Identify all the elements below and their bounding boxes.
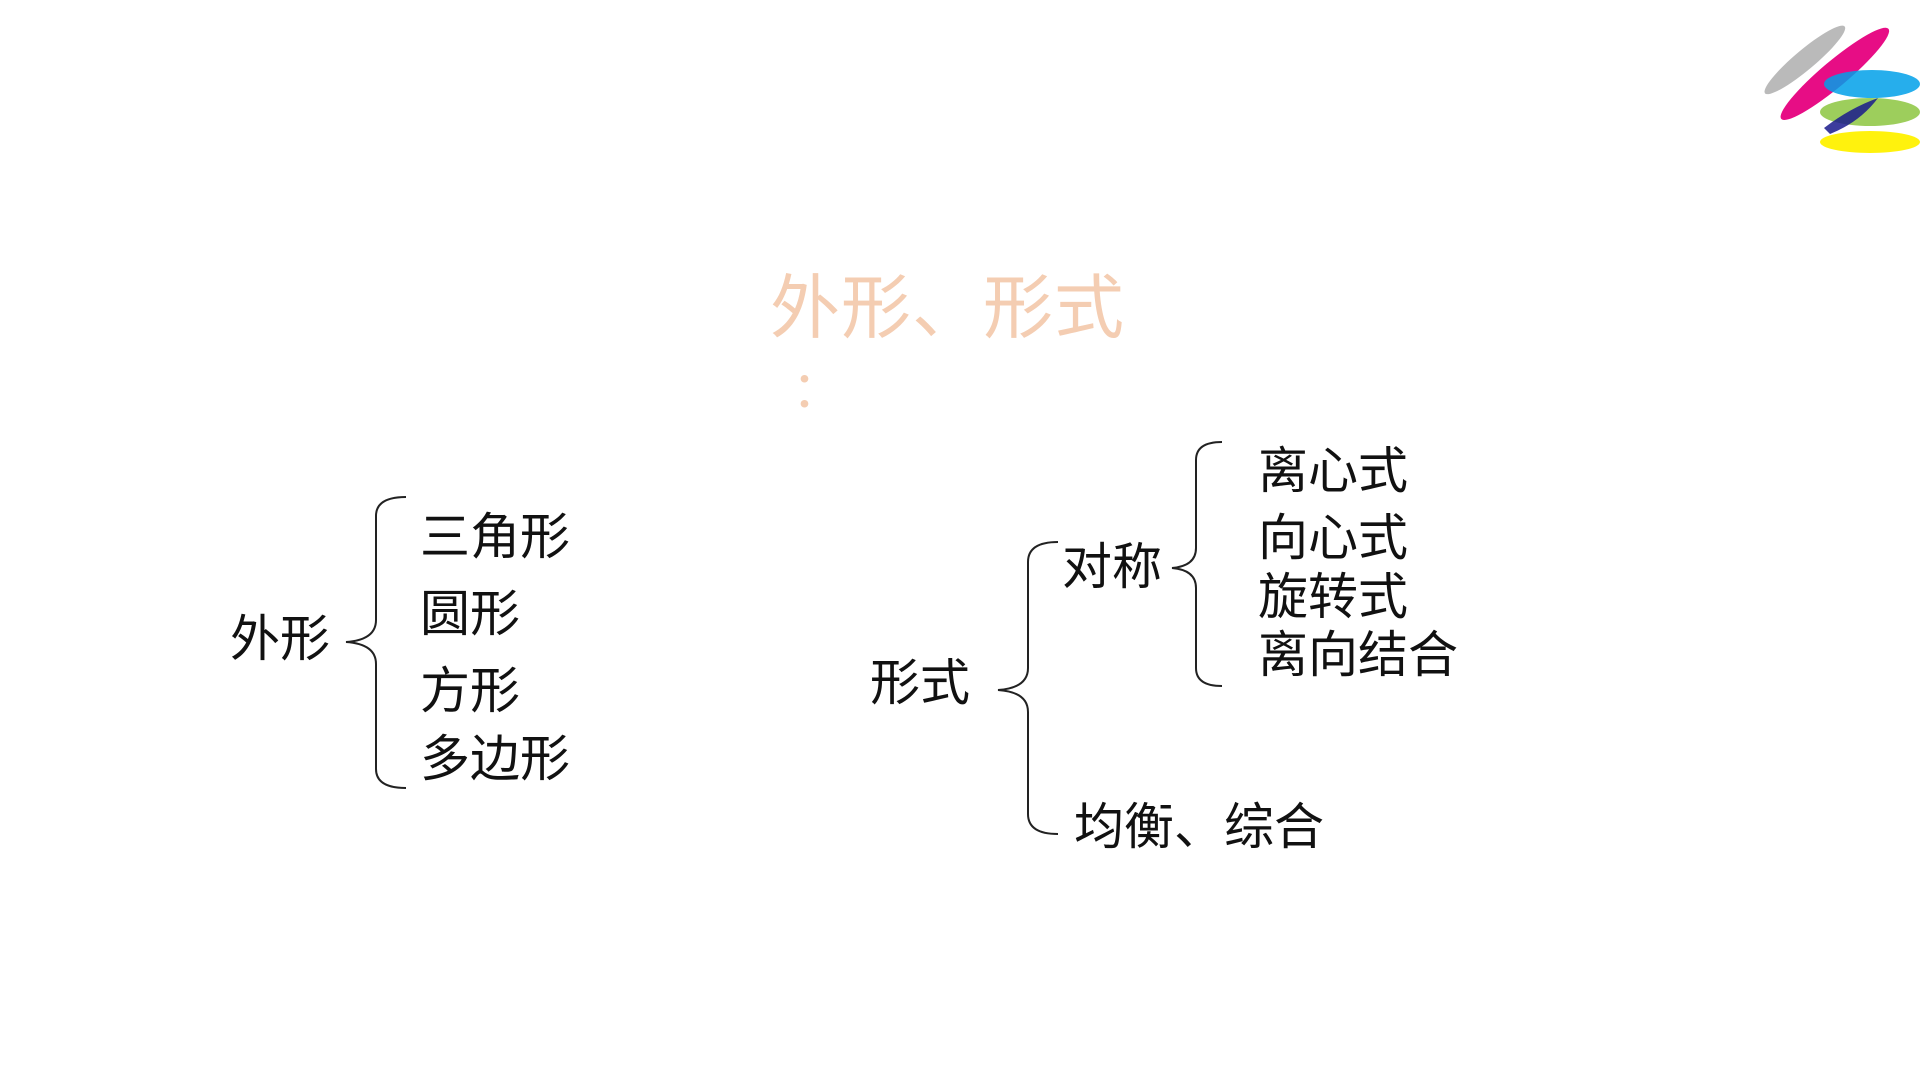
shape-root-label: 外形 [230, 610, 330, 668]
brand-logo [1764, 25, 1920, 153]
slide-title: 外形、形式 [770, 267, 1125, 349]
symmetry-item-centripetal: 向心式 [1258, 509, 1408, 567]
symmetry-label: 对称 [1062, 538, 1162, 596]
title-colon: ： [792, 361, 842, 419]
shape-item-square: 方形 [420, 662, 520, 720]
symmetry-item-combined: 离向结合 [1258, 626, 1458, 684]
symmetry-item-centrifugal: 离心式 [1258, 442, 1408, 500]
shape-item-polygon: 多边形 [420, 730, 570, 788]
shape-item-triangle: 三角形 [420, 508, 570, 566]
shape-item-circle: 圆形 [420, 585, 520, 643]
balance-label: 均衡、综合 [1074, 798, 1324, 856]
form-root-label: 形式 [870, 654, 970, 712]
symmetry-item-rotational: 旋转式 [1258, 568, 1408, 626]
